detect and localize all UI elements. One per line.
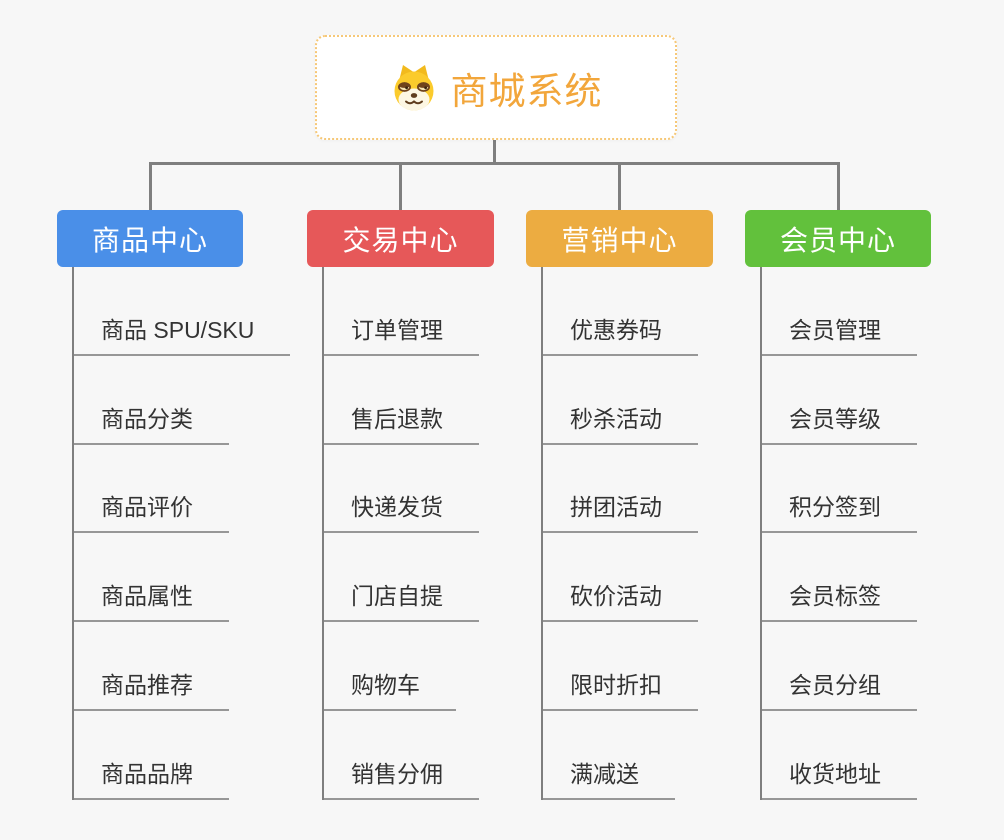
leaf-row: 商品 SPU/SKU [74,267,314,356]
branch-node[interactable]: 交易中心 [307,210,494,267]
root-node[interactable]: 商城系统 [315,35,677,140]
leaf-row: 订单管理 [324,267,564,356]
leaf-row: 销售分佣 [324,711,564,800]
leaf-row: 商品评价 [74,445,314,534]
leaf-row: 会员标签 [762,533,1002,623]
leaf-node[interactable]: 优惠券码 [543,311,698,356]
leaf-row: 售后退款 [324,356,564,445]
leaf-node[interactable]: 销售分佣 [324,755,479,800]
leaf-row: 会员管理 [762,267,1002,356]
leaf-row: 商品属性 [74,533,314,623]
leaf-row: 砍价活动 [543,533,783,623]
leaf-node[interactable]: 满减送 [543,755,675,800]
leaf-row: 优惠券码 [543,267,783,356]
branch-column: 订单管理售后退款快递发货门店自提购物车销售分佣 [322,267,564,800]
connector-line [836,162,840,210]
leaf-node[interactable]: 商品属性 [74,577,229,623]
branch-node[interactable]: 会员中心 [745,210,931,267]
connector-line [148,162,152,210]
leaf-node[interactable]: 限时折扣 [543,666,698,712]
leaf-node[interactable]: 会员分组 [762,666,917,712]
leaf-row: 快递发货 [324,445,564,534]
leaf-node[interactable]: 秒杀活动 [543,400,698,445]
leaf-node[interactable]: 商品分类 [74,400,229,445]
leaf-row: 商品分类 [74,356,314,445]
leaf-node[interactable]: 会员等级 [762,400,917,445]
leaf-node[interactable]: 商品 SPU/SKU [74,311,291,356]
branch-column: 商品 SPU/SKU 商品分类商品评价商品属性商品推荐商品品牌 [72,267,314,800]
leaf-row: 秒杀活动 [543,356,783,445]
leaf-node[interactable]: 积分签到 [762,488,917,534]
leaf-row: 购物车 [324,622,564,712]
leaf-row: 积分签到 [762,445,1002,534]
doge-icon [390,64,438,112]
leaf-node[interactable]: 商品推荐 [74,666,229,712]
leaf-row: 满减送 [543,711,783,800]
leaf-row: 会员分组 [762,622,1002,712]
branch-node[interactable]: 商品中心 [57,210,243,267]
connector-line [618,162,621,210]
leaf-row: 拼团活动 [543,445,783,534]
leaf-node[interactable]: 订单管理 [324,311,479,356]
root-title: 商城系统 [450,70,603,112]
leaf-node[interactable]: 会员管理 [762,311,917,356]
leaf-node[interactable]: 拼团活动 [543,488,698,534]
leaf-row: 会员等级 [762,356,1002,445]
leaf-row: 商品品牌 [74,711,314,800]
branch-label: 营销中心 [561,224,678,256]
leaf-row: 门店自提 [324,533,564,623]
branch-column: 优惠券码秒杀活动拼团活动砍价活动限时折扣满减送 [541,267,783,800]
branch-label: 会员中心 [779,224,896,256]
leaf-node[interactable]: 购物车 [324,666,456,712]
branch-label: 商品中心 [91,224,208,256]
connector-line [492,140,496,165]
connector-line [150,162,838,165]
branch-column: 会员管理会员等级积分签到会员标签会员分组收货地址 [760,267,1002,800]
leaf-row: 收货地址 [762,711,1002,800]
leaf-node[interactable]: 门店自提 [324,577,479,623]
leaf-node[interactable]: 售后退款 [324,400,479,445]
leaf-row: 商品推荐 [74,622,314,712]
leaf-row: 限时折扣 [543,622,783,712]
leaf-node[interactable]: 砍价活动 [543,577,698,623]
connector-line [399,162,402,210]
leaf-node[interactable]: 商品品牌 [74,755,229,800]
leaf-node[interactable]: 收货地址 [762,755,917,800]
branch-node[interactable]: 营销中心 [526,210,713,267]
branch-label: 交易中心 [342,224,459,256]
leaf-node[interactable]: 会员标签 [762,577,917,623]
leaf-node[interactable]: 快递发货 [324,488,479,534]
leaf-node[interactable]: 商品评价 [74,488,229,534]
